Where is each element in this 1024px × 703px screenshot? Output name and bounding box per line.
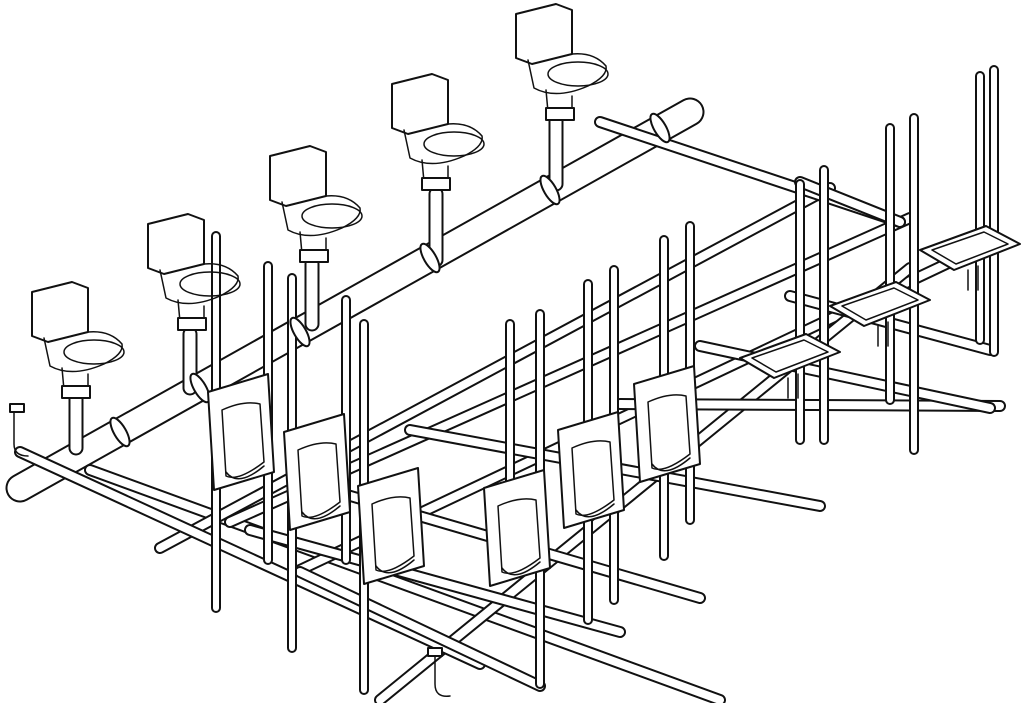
urinal-1 — [207, 373, 275, 491]
pipe-segment-core — [246, 526, 624, 636]
lavatory-2 — [829, 281, 931, 347]
urinal-4 — [483, 469, 551, 587]
pipe-segment-core — [16, 448, 484, 668]
p-trap-icon — [427, 647, 451, 697]
urinal-2 — [283, 413, 351, 531]
pipe-coupling — [419, 242, 441, 274]
urinal-3 — [357, 467, 425, 585]
water-closet-5 — [515, 3, 609, 121]
water-closet-3 — [269, 145, 363, 263]
pipe-segment-core — [86, 466, 724, 703]
pipe-coupling — [289, 316, 311, 348]
cleanout-icon — [9, 403, 29, 457]
urinal-5 — [557, 411, 625, 529]
pipe-coupling — [539, 174, 561, 206]
fixture-layer — [9, 3, 1021, 697]
water-closet-4 — [391, 73, 485, 191]
pipe-coupling — [649, 112, 671, 144]
pipe-segment-core — [7, 99, 703, 501]
lavatory-3 — [919, 225, 1021, 291]
pipe-coupling — [109, 416, 131, 448]
pipe-segment-core — [296, 568, 544, 690]
urinal-6 — [633, 365, 701, 483]
lavatory-1 — [739, 333, 841, 399]
pipe-network — [5, 65, 1006, 703]
water-closet-1 — [31, 281, 125, 399]
pipe-segment-core — [796, 178, 904, 226]
water-closet-2 — [147, 213, 241, 331]
